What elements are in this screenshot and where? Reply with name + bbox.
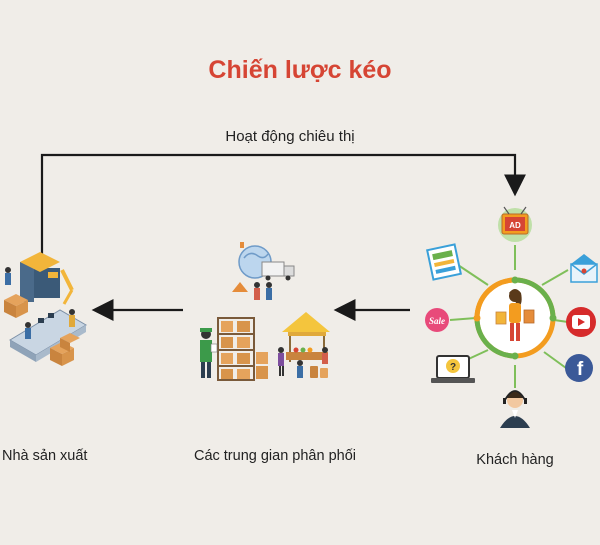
promotion-flow-arrow — [40, 153, 526, 258]
facebook-letter: f — [577, 359, 584, 380]
sale-tag-icon: Sale — [425, 308, 449, 332]
promotion-activity-label: Hoạt động chiêu thị — [225, 128, 355, 145]
facebook-icon: f — [565, 354, 593, 382]
shopper-icon — [495, 289, 535, 341]
customer-label: Khách hàng — [476, 452, 554, 468]
billboard-icon — [426, 243, 462, 281]
ad-badge-text: AD — [509, 221, 521, 230]
distributor-label: Các trung gian phân phối — [193, 448, 357, 464]
youtube-icon — [566, 307, 596, 337]
sale-tag-text: Sale — [429, 316, 445, 326]
diagram-title: Chiến lược kéo — [208, 56, 392, 84]
distribution-icon — [200, 242, 330, 381]
question-mark-text: ? — [450, 362, 456, 373]
email-icon — [570, 254, 598, 283]
support-agent-icon — [500, 390, 530, 428]
tv-ad-icon: AD — [498, 206, 532, 242]
laptop-question-icon: ? — [431, 355, 475, 383]
factory-icon — [4, 252, 87, 366]
producer-label: Nhà sản xuất — [2, 448, 88, 464]
